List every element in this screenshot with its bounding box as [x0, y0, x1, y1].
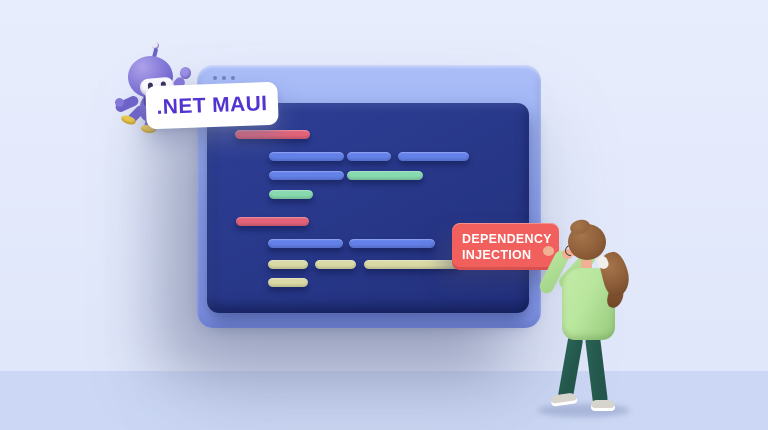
character-right-hand — [543, 246, 554, 256]
character-right-leg — [584, 333, 609, 407]
code-panel — [207, 103, 529, 313]
character-floor-shadow — [538, 404, 630, 417]
dependency-injection-badge: DEPENDENCY INJECTION — [452, 223, 559, 270]
code-line — [349, 239, 435, 248]
net-maui-label: .NET MAUI — [156, 91, 268, 119]
code-line — [269, 171, 344, 180]
code-line — [269, 190, 313, 199]
developer-character — [520, 217, 640, 423]
robot-left-hand — [115, 98, 124, 107]
floor — [0, 371, 768, 430]
window-dot — [222, 76, 226, 80]
di-badge-line2: INJECTION — [462, 248, 532, 262]
code-line — [269, 152, 344, 161]
code-line — [268, 260, 308, 269]
robot-antenna-ball — [152, 42, 159, 49]
robot-waving-hand — [180, 67, 191, 79]
di-badge-line1: DEPENDENCY — [462, 232, 552, 246]
window-dot — [213, 76, 217, 80]
net-maui-badge: .NET MAUI — [145, 81, 279, 130]
code-line — [364, 260, 460, 269]
code-line — [347, 171, 423, 180]
code-line — [268, 278, 308, 287]
code-line — [315, 260, 356, 269]
code-line — [236, 217, 309, 226]
window-dot — [231, 76, 235, 80]
code-editor-window — [197, 65, 541, 328]
code-line — [347, 152, 391, 161]
character-right-shoe — [591, 400, 615, 411]
code-line — [268, 239, 343, 248]
window-header-dots — [213, 76, 235, 80]
code-line — [398, 152, 469, 161]
character-left-hand — [562, 249, 573, 259]
code-line — [235, 130, 310, 139]
character-neck — [581, 260, 592, 272]
